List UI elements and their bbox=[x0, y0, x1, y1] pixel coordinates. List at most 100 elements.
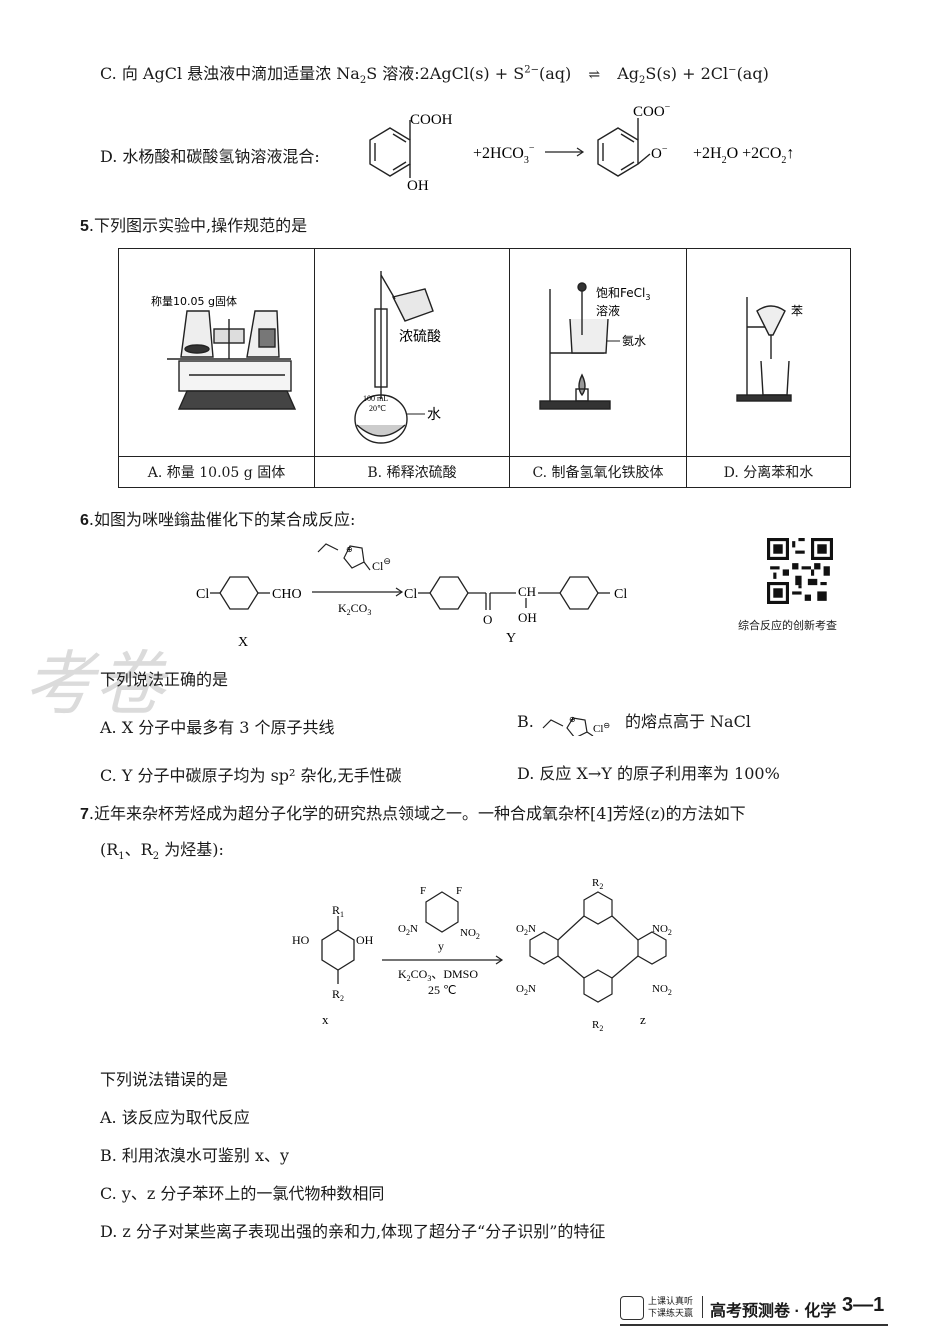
imidazolium-catalyst-icon bbox=[317, 543, 371, 571]
svg-text:R1: R1 bbox=[332, 903, 344, 919]
y-cl-left-label: Cl bbox=[404, 587, 417, 602]
q6-option-a: A. X 分子中最多有 3 个原子共线 bbox=[100, 718, 335, 737]
q6-option-c: C. Y 分子中碳原子均为 sp² 杂化,无手性碳 bbox=[100, 766, 402, 785]
footer-slogan-1: 上课认真听 bbox=[648, 1296, 694, 1306]
carboxylate-label: COO− bbox=[633, 102, 671, 120]
svg-text:HO: HO bbox=[292, 933, 310, 947]
reaction-arrow-icon bbox=[312, 587, 404, 597]
svg-text:⊕: ⊕ bbox=[346, 545, 353, 554]
q6-option-d: D. 反应 X→Y 的原子利用率为 100% bbox=[517, 764, 780, 783]
fecl3-label: 饱和FeCl3 bbox=[596, 285, 650, 302]
q7-temperature: 25 ℃ bbox=[428, 983, 456, 997]
y-cl-right-label: Cl bbox=[614, 587, 627, 602]
ammonia-label: 氨水 bbox=[622, 334, 646, 348]
solution-label: 溶液 bbox=[596, 303, 620, 318]
q5-stem: 5.下列图示实验中,操作规范的是 bbox=[80, 216, 308, 235]
svg-text:F: F bbox=[456, 885, 462, 897]
svg-text:R2: R2 bbox=[592, 1019, 603, 1033]
svg-text:NO2: NO2 bbox=[460, 927, 480, 941]
publisher-logo-icon bbox=[620, 1296, 644, 1320]
q7-stem: 7.近年来杂杯芳烃成为超分子化学的研究热点领域之一。一种合成氧杂杯[4]芳烃(z… bbox=[80, 804, 746, 823]
hydroxyl-label: OH bbox=[518, 610, 537, 625]
separatory-funnel-icon: 苯 bbox=[736, 297, 803, 402]
cell-a-balance: 称量10.05 g固体 bbox=[118, 248, 315, 457]
qr-caption: 综合反应的创新考查 bbox=[738, 619, 837, 632]
q7-option-c: C. y、z 分子苯环上的一氯代物种数相同 bbox=[100, 1184, 385, 1203]
svg-text:NO2: NO2 bbox=[652, 923, 672, 937]
balance-label: 称量10.05 g固体 bbox=[151, 294, 237, 308]
volumetric-flask-icon: 浓硫酸 100 mL 20℃ 水 bbox=[354, 271, 441, 444]
caption-a: A. 称量 10.05 g 固体 bbox=[118, 456, 315, 488]
footer-title: 高考预测卷 · 化学 bbox=[710, 1303, 837, 1320]
q7-reaction-diagram: HO OH R1 R2 x F F O2N NO2 y K2CO3、DMSO 2… bbox=[292, 877, 672, 1033]
conc-sulfuric-label: 浓硫酸 bbox=[399, 329, 441, 345]
caption-d: D. 分离苯和水 bbox=[686, 456, 851, 488]
benzene-ring-icon bbox=[369, 120, 411, 178]
compound-x-label: x bbox=[322, 1012, 329, 1027]
benzene-ring-icon bbox=[418, 576, 610, 610]
caption-b: B. 稀释浓硫酸 bbox=[314, 456, 510, 488]
svg-text:O2N: O2N bbox=[516, 923, 536, 937]
svg-text:OH: OH bbox=[356, 933, 374, 947]
q7-option-d: D. z 分子对某些离子表现出强的亲和力,体现了超分子“分子识别”的特征 bbox=[100, 1222, 606, 1241]
q7-option-b: B. 利用浓溴水可鉴别 x、y bbox=[100, 1146, 290, 1165]
q4-option-c: C. 向 AgCl 悬浊液中滴加适量浓 Na2S 溶液:2AgCl(s) + S… bbox=[100, 64, 769, 87]
svg-text:R2: R2 bbox=[332, 987, 344, 1003]
beaker-heating-icon: 饱和FeCl3 溶液 氨水 bbox=[539, 282, 650, 410]
water-label: 水 bbox=[427, 407, 441, 423]
svg-text:NO2: NO2 bbox=[652, 983, 672, 997]
qr-code-icon[interactable] bbox=[767, 538, 833, 604]
svg-text:O2N: O2N bbox=[398, 923, 418, 937]
q6-option-b: B. ⊕ Cl⊖ 的熔点高于 NaCl bbox=[517, 708, 751, 739]
compound-x-label: X bbox=[238, 635, 248, 648]
footer-rule bbox=[620, 1324, 888, 1326]
q7-prompt: 下列说法错误的是 bbox=[100, 1070, 229, 1089]
reaction-arrow-icon bbox=[382, 955, 504, 965]
q5-experiment-table: 称量10.05 g固体 bbox=[118, 248, 851, 488]
equilibrium-arrow-icon: ⇌ bbox=[588, 67, 601, 83]
cell-b-dilution: 浓硫酸 100 mL 20℃ 水 bbox=[314, 248, 510, 457]
k2co3-label: K2CO3 bbox=[338, 601, 371, 617]
q6-stem: 6.如图为咪唑鎓盐催化下的某合成反应: bbox=[80, 510, 356, 529]
balance-scale-icon: 称量10.05 g固体 bbox=[151, 294, 297, 410]
q6-prompt: 下列说法正确的是 bbox=[100, 670, 229, 689]
oxacalixarene-icon bbox=[529, 891, 667, 1003]
flask-temp-label: 20℃ bbox=[369, 404, 386, 413]
bicarbonate-reagent: +2HCO3− bbox=[473, 143, 535, 166]
q7-stem-line2: (R1、R2 为烃基): bbox=[100, 840, 224, 863]
q6-reaction-diagram: Cl CHO X ⊕ Cl⊖ K2CO3 Cl O CH OH Cl Y bbox=[196, 543, 627, 648]
caption-c: C. 制备氢氧化铁胶体 bbox=[509, 456, 687, 488]
cell-c-colloid: 饱和FeCl3 溶液 氨水 bbox=[509, 248, 687, 457]
page-footer: 上课认真听 下课练天赢 高考预测卷 · 化学 3—1 bbox=[620, 1292, 890, 1326]
benzene-ring-icon bbox=[321, 916, 355, 984]
benzene-ring-icon bbox=[210, 576, 270, 610]
svg-text:⊕: ⊕ bbox=[569, 715, 576, 724]
benzene-ring-icon bbox=[597, 118, 651, 177]
footer-slogan-2: 下课练天赢 bbox=[648, 1308, 694, 1318]
q7-option-a: A. 该反应为取代反应 bbox=[100, 1108, 250, 1127]
benzene-label: 苯 bbox=[791, 304, 803, 318]
compound-z-label: z bbox=[640, 1012, 646, 1027]
watermark: 考卷 bbox=[24, 643, 164, 725]
compound-y-label: y bbox=[438, 939, 444, 953]
cooh-label: COOH bbox=[410, 112, 453, 128]
cell-d-separation: 苯 bbox=[686, 248, 851, 457]
svg-text:F: F bbox=[420, 885, 426, 897]
q7-conditions: K2CO3、DMSO bbox=[398, 967, 478, 983]
svg-text:Cl⊖: Cl⊖ bbox=[593, 721, 610, 735]
q4-option-d-label: D. 水杨酸和碳酸氢钠溶液混合: bbox=[100, 147, 320, 166]
page-number: 3—1 bbox=[842, 1294, 885, 1316]
reaction-arrow-icon bbox=[545, 147, 585, 157]
footer-divider bbox=[702, 1296, 703, 1318]
catalyst-cl-label: Cl⊖ bbox=[372, 556, 391, 573]
salicylic-acid-reaction-diagram: COOH OH +2HCO3− COO− O− +2H2O +2CO2↑ bbox=[369, 102, 794, 194]
ch-label: CH bbox=[518, 584, 536, 599]
oh-label: OH bbox=[407, 178, 429, 194]
cho-label: CHO bbox=[272, 587, 302, 602]
svg-text:R2: R2 bbox=[592, 877, 603, 891]
imidazolium-salt-icon: ⊕ Cl⊖ bbox=[542, 715, 610, 739]
svg-text:O2N: O2N bbox=[516, 983, 536, 997]
flask-volume-label: 100 mL bbox=[363, 394, 388, 403]
x-cl-label: Cl bbox=[196, 587, 209, 602]
benzene-ring-icon bbox=[425, 891, 459, 933]
